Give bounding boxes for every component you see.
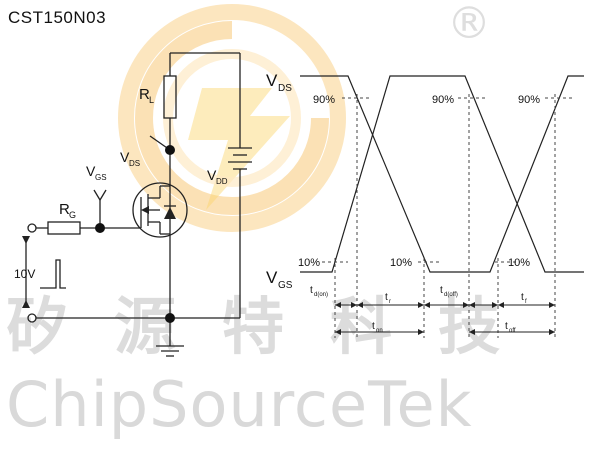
vgs-probe-label-sub: GS	[95, 173, 107, 182]
td-on-label-sub: d(on)	[314, 292, 328, 298]
tf-label-main: t	[521, 292, 524, 303]
registered-mark: ®	[447, 0, 491, 49]
watermark-chinese: 矽源特科技	[6, 290, 547, 363]
vdd-label-main: V	[207, 167, 217, 183]
vdd-label-sub: DD	[216, 177, 228, 186]
ton-label-main: t	[372, 321, 375, 332]
vgs-wave-label-sub: GS	[278, 280, 293, 291]
toff-label-sub: off	[509, 328, 516, 334]
watermark-english: ChipSourceTek	[6, 368, 473, 441]
ton-label-sub: on	[376, 328, 383, 334]
td-off-label-main: t	[440, 285, 443, 296]
tr-label-sub: r	[389, 299, 391, 305]
rl-label-main: R	[139, 86, 150, 103]
vds-probe-label-main: V	[120, 149, 130, 165]
tf-label-sub: f	[525, 299, 527, 305]
vgs-waveform	[300, 75, 584, 273]
pct90-label-3: 90%	[518, 94, 540, 106]
vds-waveform	[300, 75, 584, 273]
pct90-label-2: 90%	[432, 94, 454, 106]
rl-label-sub: L	[149, 95, 154, 105]
vds-probe-label-sub: DS	[129, 159, 140, 168]
vds-wave-label-main: V	[266, 71, 278, 90]
toff-label-main: t	[505, 321, 508, 332]
pulse-label: 10V	[14, 267, 35, 281]
pct10-label-2: 10%	[390, 257, 412, 269]
tr-label-main: t	[385, 292, 388, 303]
td-off-label-sub: d(off)	[444, 292, 458, 298]
vgs-wave-label-main: V	[266, 268, 278, 287]
vgs-probe-label-main: V	[86, 163, 96, 179]
td-on-label-main: t	[310, 285, 313, 296]
part-number: CST150N03	[8, 8, 107, 27]
rg-label-sub: G	[69, 210, 76, 220]
pct90-label-1: 90%	[313, 94, 335, 106]
pct10-label-3: 10%	[508, 257, 530, 269]
rg-label-main: R	[59, 201, 70, 218]
vds-wave-label-sub: DS	[278, 83, 292, 94]
pct10-label-1: 10%	[298, 257, 320, 269]
